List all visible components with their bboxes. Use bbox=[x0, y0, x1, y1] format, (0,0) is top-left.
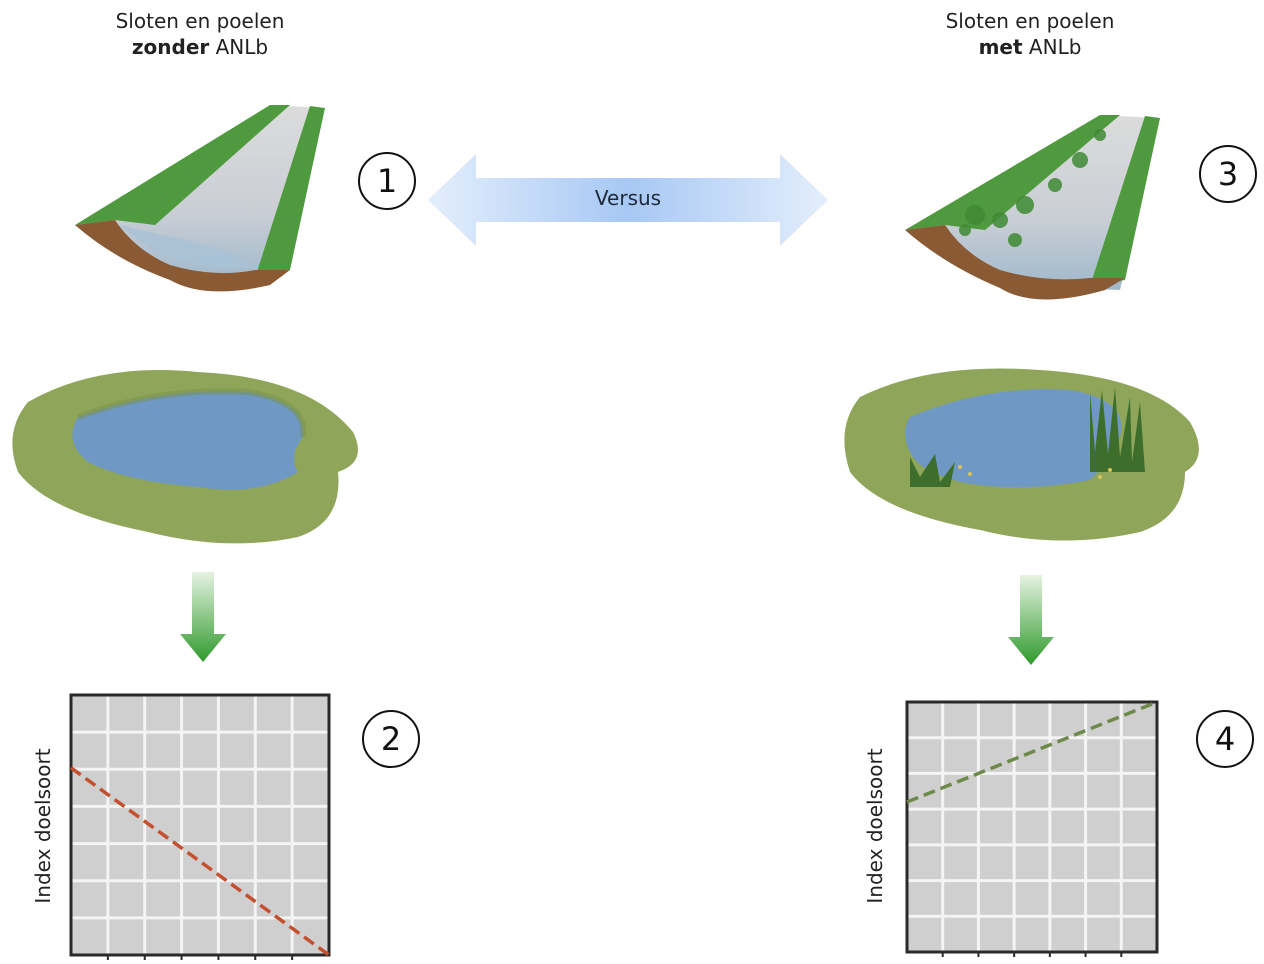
left-chart-frame bbox=[69, 693, 331, 957]
right-chart-plot-background bbox=[907, 702, 1157, 952]
left-down-arrow-icon bbox=[180, 572, 226, 662]
left-heading: Sloten en poelen zonder ANLb bbox=[50, 8, 350, 60]
right-chart bbox=[905, 700, 1159, 957]
badge-4: 4 bbox=[1196, 710, 1254, 768]
right-chart-ylabel: Index doelsoort bbox=[863, 748, 887, 904]
right-ditch-illustration bbox=[905, 115, 1160, 300]
right-heading-line1: Sloten en poelen bbox=[945, 9, 1115, 33]
right-chart-frame bbox=[905, 700, 1159, 954]
right-down-arrow-icon bbox=[1008, 575, 1054, 665]
right-heading-bold: met bbox=[978, 35, 1023, 59]
left-pond-illustration bbox=[12, 370, 358, 544]
versus-double-arrow-icon bbox=[428, 154, 828, 246]
left-chart bbox=[69, 693, 331, 960]
right-heading: Sloten en poelen met ANLb bbox=[880, 8, 1180, 60]
left-heading-line1: Sloten en poelen bbox=[115, 9, 285, 33]
left-chart-ylabel: Index doelsoort bbox=[31, 748, 55, 904]
badge-1: 1 bbox=[358, 152, 416, 210]
badge-3: 3 bbox=[1199, 145, 1257, 203]
left-heading-rest: ANLb bbox=[215, 35, 269, 59]
right-pond-illustration bbox=[844, 368, 1199, 541]
left-heading-bold: zonder bbox=[131, 35, 210, 59]
right-heading-rest: ANLb bbox=[1028, 35, 1082, 59]
right-chart-series-line-0 bbox=[906, 700, 1158, 804]
versus-label: Versus bbox=[594, 186, 662, 210]
left-chart-plot-background bbox=[71, 695, 329, 955]
badge-2: 2 bbox=[362, 710, 420, 768]
left-ditch-illustration bbox=[75, 105, 325, 292]
